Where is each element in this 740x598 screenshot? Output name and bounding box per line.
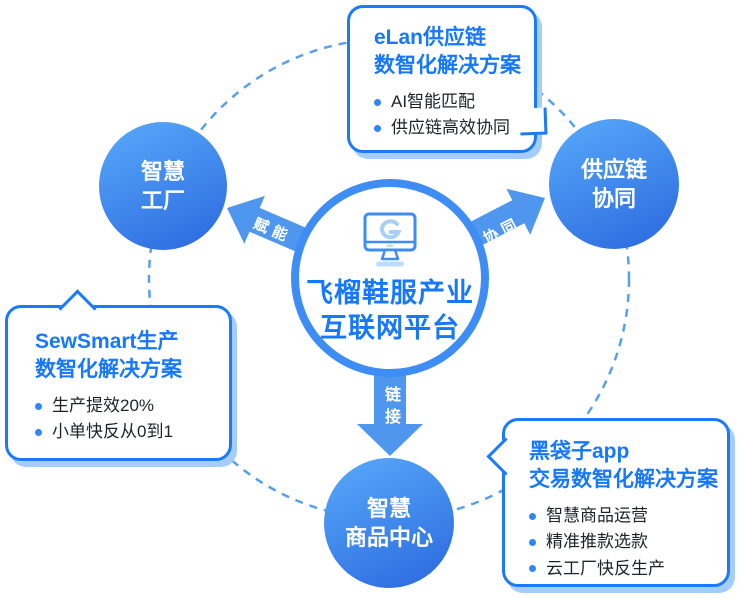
bullet-text: 云工厂快反生产 xyxy=(546,558,665,578)
bullet-dot xyxy=(374,98,381,106)
callout-bullet: 智慧商品运营 xyxy=(529,503,721,529)
callout-bullet: 生产提效20% xyxy=(35,393,221,419)
callout-sewsmart-title-line2: 数智化解决方案 xyxy=(35,357,182,381)
bullet-text: 生产提效20% xyxy=(52,395,155,415)
node-smart-factory-label-line1: 智慧 xyxy=(140,158,185,184)
monitor-icon xyxy=(363,212,417,267)
bullet-text: 供应链高效协同 xyxy=(391,118,510,138)
bullet-text: 小单快反从0到1 xyxy=(52,422,173,442)
platform-logo-glyph xyxy=(380,219,402,240)
bullet-text: AI智能匹配 xyxy=(391,91,476,111)
node-supply-chain-label-line1: 供应链 xyxy=(580,156,647,182)
node-supply-chain: 供应链 协同 xyxy=(549,119,679,249)
callout-bullet: 精准推款选款 xyxy=(529,529,721,555)
arrow-link-label: 链接 xyxy=(382,386,399,430)
callout-heidaizi-title: 黑袋子app 交易数智化解决方案 xyxy=(529,438,721,494)
callout-elan-tail xyxy=(519,107,548,136)
bullet-dot xyxy=(529,512,536,520)
callout-sewsmart-bullets: 生产提效20% 小单快反从0到1 xyxy=(35,393,221,446)
node-smart-factory: 智慧 工厂 xyxy=(99,122,227,250)
callout-elan-bullets: AI智能匹配 供应链高效协同 xyxy=(374,89,526,142)
node-product-center-label-line2: 商品中心 xyxy=(344,525,433,550)
callout-sewsmart-title-line1: SewSmart生产 xyxy=(35,330,179,353)
callout-bullet: 小单快反从0到1 xyxy=(35,419,221,445)
callout-elan-title: eLan供应链 数智化解决方案 xyxy=(374,24,526,80)
bullet-text: 智慧商品运营 xyxy=(546,505,648,525)
node-supply-chain-label-line2: 协同 xyxy=(591,186,636,211)
platform-title-line2: 互联网平台 xyxy=(320,312,460,343)
platform-hub: 飞榴鞋服产业 互联网平台 xyxy=(291,179,489,377)
callout-heidaizi-title-line2: 交易数智化解决方案 xyxy=(529,467,718,491)
bullet-dot xyxy=(35,402,42,410)
callout-bullet: 供应链高效协同 xyxy=(374,115,526,141)
bullet-text: 精准推款选款 xyxy=(546,532,648,552)
callout-heidaizi-bullets: 智慧商品运营 精准推款选款 云工厂快反生产 xyxy=(529,503,721,582)
bullet-dot xyxy=(529,565,536,573)
callout-elan: eLan供应链 数智化解决方案 AI智能匹配 供应链高效协同 xyxy=(347,5,548,153)
callout-elan-title-line2: 数智化解决方案 xyxy=(374,53,521,77)
platform-title: 飞榴鞋服产业 互联网平台 xyxy=(306,276,474,345)
bullet-dot xyxy=(35,428,42,436)
callout-sewsmart-title: SewSmart生产 数智化解决方案 xyxy=(35,328,221,384)
callout-bullet: AI智能匹配 xyxy=(374,89,526,115)
bullet-dot xyxy=(529,538,536,546)
callout-heidaizi: 黑袋子app 交易数智化解决方案 智慧商品运营 精准推款选款 云工厂快反生产 xyxy=(486,418,730,587)
bullet-dot xyxy=(374,124,381,132)
platform-title-line1: 飞榴鞋服产业 xyxy=(306,277,474,308)
node-smart-factory-label-line2: 工厂 xyxy=(140,188,185,213)
callout-sewsmart: SewSmart生产 数智化解决方案 生产提效20% 小单快反从0到1 xyxy=(5,289,232,461)
callout-heidaizi-title-line1: 黑袋子app xyxy=(529,440,630,463)
callout-elan-title-line1: eLan供应链 xyxy=(374,26,487,49)
callout-bullet: 云工厂快反生产 xyxy=(529,556,721,582)
node-product-center-label-line1: 智慧 xyxy=(366,495,411,521)
node-product-center: 智慧 商品中心 xyxy=(324,458,454,588)
